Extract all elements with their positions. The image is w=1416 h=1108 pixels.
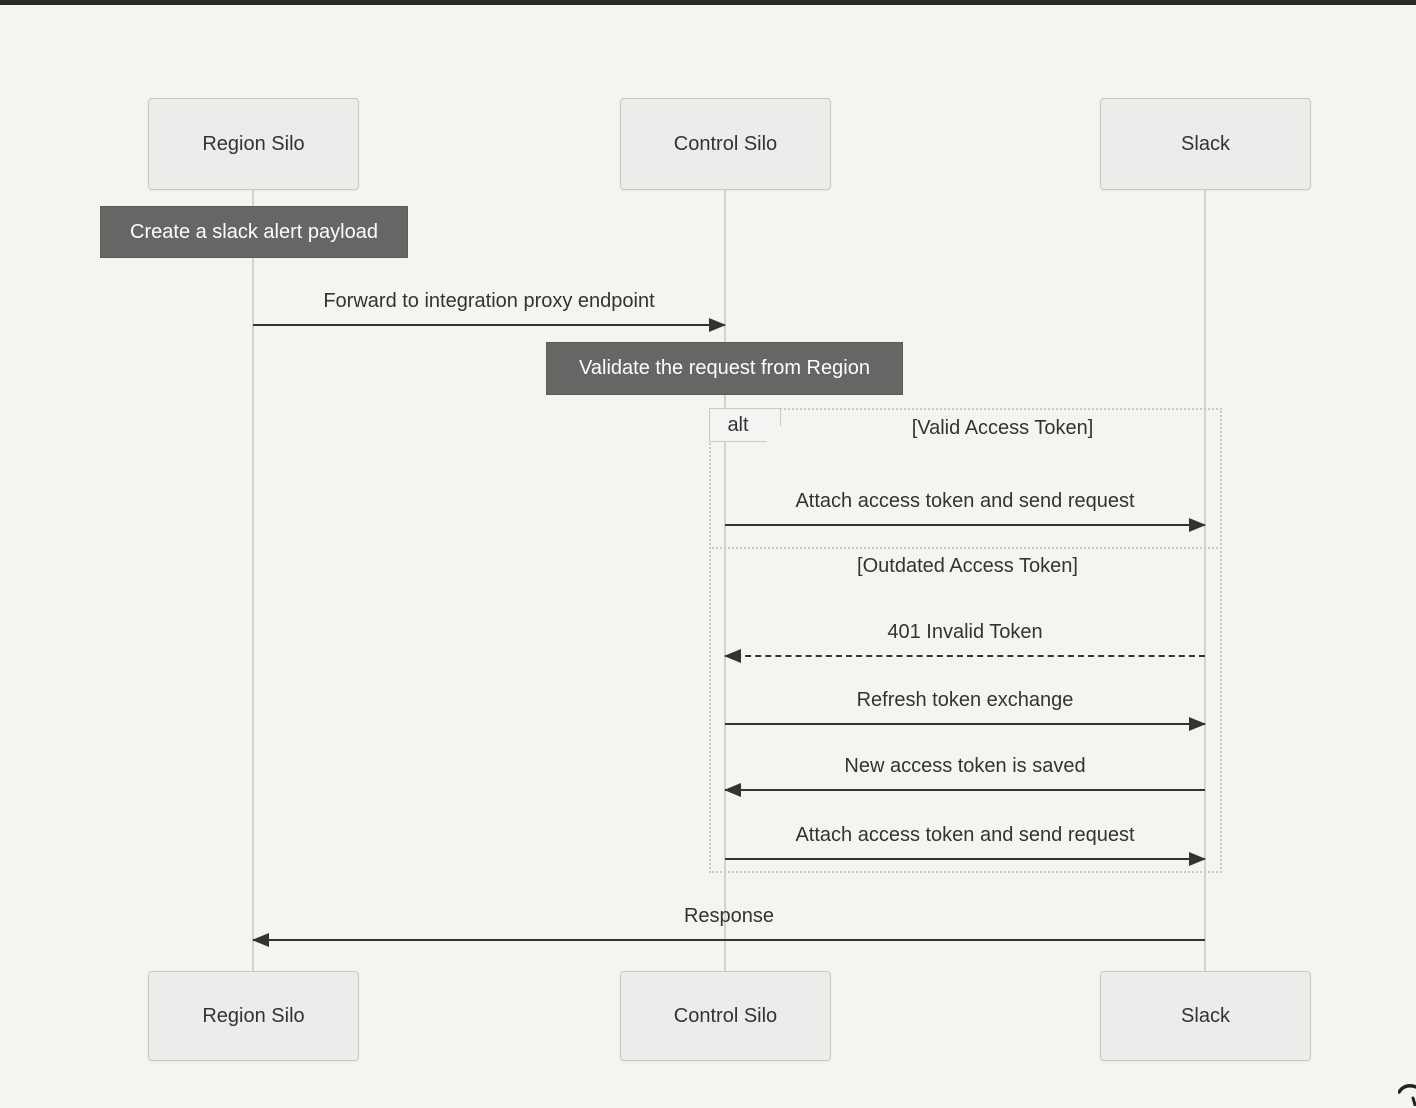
actor-label: Control Silo xyxy=(673,1004,778,1027)
actor-top-slack: Slack xyxy=(1100,98,1311,190)
lifeline-control-silo xyxy=(724,190,726,971)
actor-label: Region Silo xyxy=(202,132,305,155)
message-401-invalid-token: 401 Invalid Token xyxy=(724,620,1205,663)
message-arrow-dashed xyxy=(724,649,1205,663)
message-arrow xyxy=(252,933,1205,947)
actor-label: Slack xyxy=(1181,132,1230,155)
message-refresh-token-exchange: Refresh token exchange xyxy=(725,688,1206,731)
actor-bottom-region-silo: Region Silo xyxy=(148,971,359,1061)
message-forward-to-proxy: Forward to integration proxy endpoint xyxy=(253,289,726,332)
arrowhead-left-icon xyxy=(724,783,741,797)
top-edge-bar xyxy=(0,0,1416,5)
lifeline-slack xyxy=(1204,190,1206,971)
message-attach-token-2: Attach access token and send request xyxy=(725,823,1206,866)
actor-top-control-silo: Control Silo xyxy=(620,98,831,190)
alt-condition-valid-token: [Valid Access Token] xyxy=(911,417,1094,439)
cursor-artifact-icon xyxy=(1398,1084,1416,1106)
arrowhead-left-icon xyxy=(724,649,741,663)
arrowhead-right-icon xyxy=(1189,852,1206,866)
message-label: Attach access token and send request xyxy=(795,490,1135,512)
arrowhead-left-icon xyxy=(252,933,269,947)
message-arrow xyxy=(253,318,726,332)
arrowhead-right-icon xyxy=(1189,518,1206,532)
message-label: Response xyxy=(683,905,775,927)
note-validate-request: Validate the request from Region xyxy=(546,342,903,395)
actor-bottom-control-silo: Control Silo xyxy=(620,971,831,1061)
alt-condition-outdated-token: [Outdated Access Token] xyxy=(857,555,1078,577)
actor-label: Control Silo xyxy=(673,132,778,155)
alt-operator-text: alt xyxy=(727,413,749,436)
note-create-slack-alert-payload: Create a slack alert payload xyxy=(100,206,408,258)
message-label: Attach access token and send request xyxy=(795,824,1135,846)
message-label: Refresh token exchange xyxy=(856,689,1074,711)
message-arrow xyxy=(725,852,1206,866)
message-arrow xyxy=(724,783,1205,797)
actor-top-region-silo: Region Silo xyxy=(148,98,359,190)
alt-operator-label: alt xyxy=(709,408,781,442)
message-label: Forward to integration proxy endpoint xyxy=(323,290,655,312)
message-arrow xyxy=(725,518,1206,532)
alt-fragment-frame: alt [Valid Access Token] [Outdated Acces… xyxy=(709,408,1222,873)
alt-section-divider xyxy=(709,547,1222,549)
actor-label: Slack xyxy=(1181,1004,1230,1027)
message-label: 401 Invalid Token xyxy=(887,621,1043,643)
message-new-token-saved: New access token is saved xyxy=(724,754,1205,797)
note-text: Validate the request from Region xyxy=(579,357,870,379)
message-arrow xyxy=(725,717,1206,731)
actor-bottom-slack: Slack xyxy=(1100,971,1311,1061)
message-response: Response xyxy=(252,904,1205,947)
lifeline-region-silo xyxy=(252,190,254,971)
message-attach-token-1: Attach access token and send request xyxy=(725,489,1206,532)
arrowhead-right-icon xyxy=(709,318,726,332)
actor-label: Region Silo xyxy=(202,1004,305,1027)
arrowhead-right-icon xyxy=(1189,717,1206,731)
note-text: Create a slack alert payload xyxy=(130,220,378,243)
message-label: New access token is saved xyxy=(844,755,1086,777)
